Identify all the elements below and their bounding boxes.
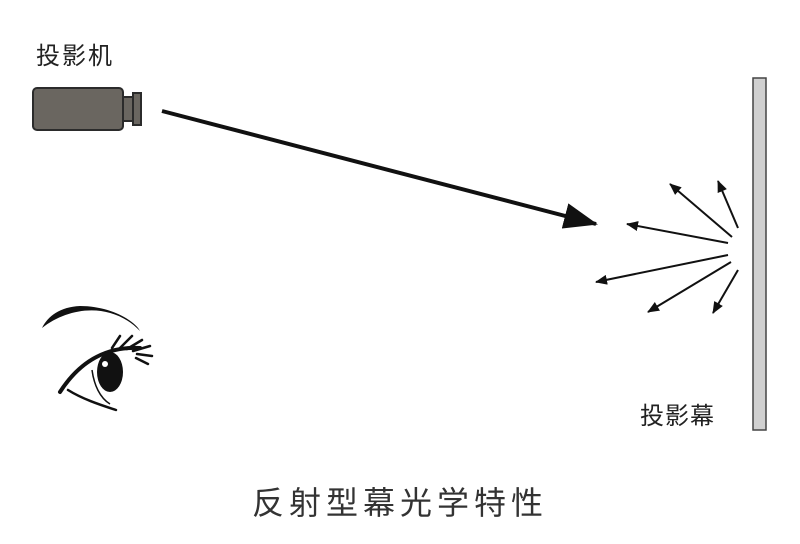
projection-screen [752,77,767,431]
diagram-caption: 反射型幕光学特性 [251,484,548,522]
reflected-ray-arrow [669,183,733,238]
reflected-ray-arrow [647,261,732,313]
eyebrow [42,306,140,331]
screen-label: 投影幕 [640,402,715,430]
reflected-rays [595,180,739,314]
projector-body [32,87,124,131]
projector-lens [122,96,134,122]
lower-eyelid [66,388,118,412]
eye-highlight [102,361,108,367]
projector-icon [32,87,142,131]
reflected-ray-arrow [595,254,729,285]
reflected-ray-arrow [712,269,739,314]
reflected-ray-arrow [717,180,739,229]
projection-ray-arrow [161,109,598,229]
reflected-ray-arrow [626,221,729,244]
eye-icon [42,306,154,412]
projector-lens-tip [132,92,142,126]
iris [97,352,123,392]
projector-label: 投影机 [36,42,114,70]
eyelashes [110,334,154,366]
